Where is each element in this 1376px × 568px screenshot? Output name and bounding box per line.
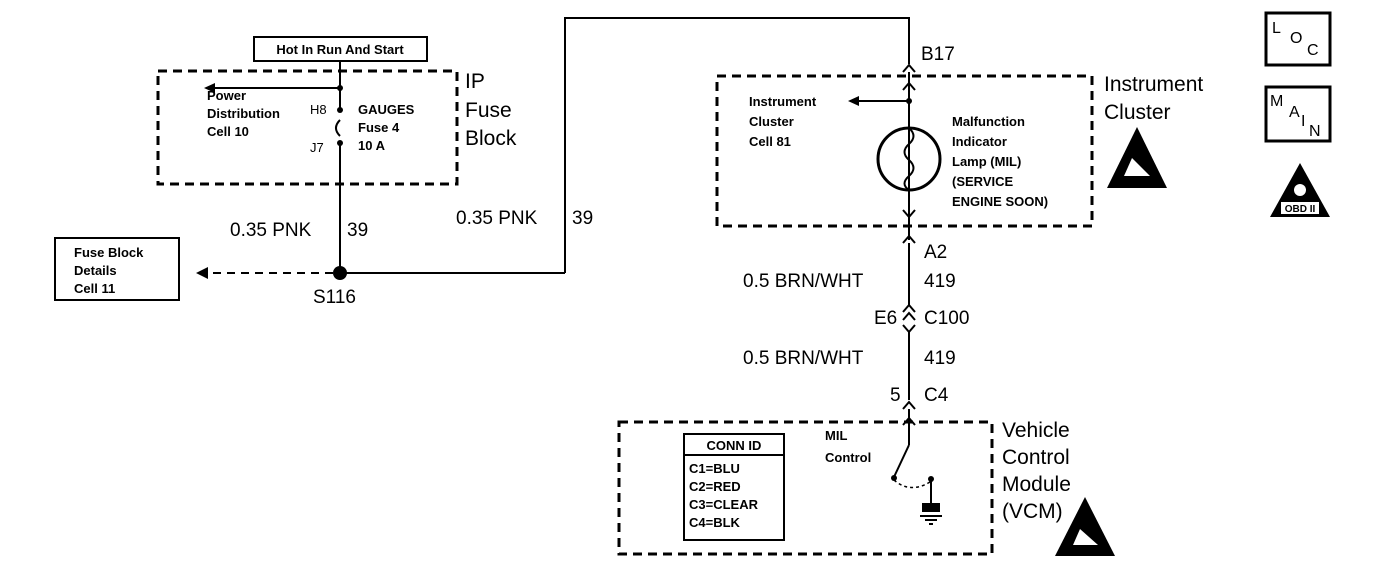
svg-text:L: L [1272,20,1281,37]
svg-text:Control: Control [1002,446,1070,469]
ip-fuse-block-title: IP Fuse Block [465,70,517,150]
svg-text:Hot In Run And Start: Hot In Run And Start [276,42,404,57]
svg-text:Cell 81: Cell 81 [749,134,791,149]
mil-lamp-label: Malfunction Indicator Lamp (MIL) (SERVIC… [952,114,1048,209]
svg-text:O: O [1290,30,1302,47]
pin-j7-label: J7 [310,140,324,155]
mil-wire-circuit-2: 419 [924,348,956,369]
right-wire-circuit: 39 [572,208,593,229]
connector-c100-label: C100 [924,308,969,329]
svg-text:Power: Power [207,88,246,103]
svg-text:Distribution: Distribution [207,106,280,121]
svg-text:C3=CLEAR: C3=CLEAR [689,497,759,512]
splice-s116-label: S116 [313,287,356,308]
svg-text:Fuse Block: Fuse Block [74,245,144,260]
pdc-reference: Power Distribution Cell 10 [207,88,280,139]
svg-text:MIL: MIL [825,428,847,443]
vcm-outline [617,420,994,556]
hot-in-run-label: Hot In Run And Start [253,36,428,62]
svg-text:Fuse: Fuse [465,99,512,122]
connector-b17-label: B17 [921,44,955,65]
instrument-cluster-reference: Instrument Cluster Cell 81 [749,94,817,149]
left-wire-color: 0.35 PNK [230,220,312,241]
circuit-39-right-wire [564,17,910,273]
svg-text:Instrument: Instrument [1104,73,1203,96]
instrument-cluster-title: Instrument Cluster [1104,73,1203,124]
svg-text:IP: IP [465,70,485,93]
svg-text:GAUGES: GAUGES [358,102,415,117]
esd-warning-icon [1107,127,1167,188]
svg-text:C1=BLU: C1=BLU [689,461,740,476]
fuse-block-details-box: Fuse Block Details Cell 11 [54,237,180,301]
svg-text:I: I [1301,113,1305,130]
conn-id-table: CONN ID C1=BLU C2=RED C3=CLEAR C4=BLK [683,433,785,541]
ip-fuse-block-outline [156,69,459,186]
loc-icon[interactable]: L O C [1264,11,1332,67]
svg-text:Cell 11: Cell 11 [74,281,115,296]
connector-c4-label: C4 [924,385,949,406]
obd-ii-icon[interactable]: OBD II [1270,163,1330,217]
svg-text:C2=RED: C2=RED [689,479,741,494]
connector-a2-icon [902,234,916,244]
svg-text:Details: Details [74,263,117,278]
mil-control-switch-icon [893,444,910,478]
main-icon[interactable]: M A I N [1264,85,1332,143]
connector-pin5-label: 5 [890,385,901,406]
svg-text:Cell 10: Cell 10 [207,124,249,139]
svg-text:Module: Module [1002,473,1071,496]
svg-text:(VCM): (VCM) [1002,500,1063,523]
svg-text:C: C [1307,42,1319,59]
pdc-ref-arrow-icon [204,83,215,93]
vcm-esd-warning-icon [1055,497,1115,556]
fuse-label: GAUGES Fuse 4 10 A [358,102,415,153]
svg-text:ENGINE SOON): ENGINE SOON) [952,194,1048,209]
connector-b17-icon [902,63,916,73]
svg-text:Indicator: Indicator [952,134,1007,149]
svg-text:Cluster: Cluster [749,114,794,129]
svg-text:Lamp (MIL): Lamp (MIL) [952,154,1021,169]
mil-control-label: MIL Control [825,428,871,465]
svg-text:Fuse 4: Fuse 4 [358,120,400,135]
svg-text:N: N [1309,123,1321,140]
svg-text:M: M [1270,93,1283,110]
connector-c100-icon [902,303,916,334]
connector-a2-label: A2 [924,242,947,263]
svg-text:OBD II: OBD II [1285,204,1316,215]
ic-ref-arrow-icon [848,96,859,106]
svg-text:Malfunction: Malfunction [952,114,1025,129]
svg-text:Instrument: Instrument [749,94,817,109]
mil-wire-color-2: 0.5 BRN/WHT [743,348,864,369]
svg-text:Control: Control [825,450,871,465]
svg-text:CONN ID: CONN ID [707,438,762,453]
left-wire-circuit: 39 [347,220,368,241]
fuse-icon [335,119,341,137]
mil-wire-color-1: 0.5 BRN/WHT [743,271,864,292]
svg-text:C4=BLK: C4=BLK [689,515,741,530]
fuse-detail-arrow-icon [196,267,208,279]
svg-text:10 A: 10 A [358,138,386,153]
svg-text:Cluster: Cluster [1104,101,1171,124]
ground-icon [920,503,942,525]
pin-h8-label: H8 [310,102,327,117]
mil-lamp-icon [876,126,942,192]
svg-text:Vehicle: Vehicle [1002,419,1070,442]
svg-text:(SERVICE: (SERVICE [952,174,1013,189]
instrument-cluster-outline [715,74,1094,228]
connector-e6-label: E6 [874,308,897,329]
mil-wire-circuit-1: 419 [924,271,956,292]
svg-text:Block: Block [465,127,517,150]
pin-h8-dot [337,107,343,113]
vcm-title: Vehicle Control Module (VCM) [1002,419,1071,523]
svg-text:A: A [1289,104,1300,121]
connector-c4-icon [902,400,916,410]
right-wire-color: 0.35 PNK [456,208,538,229]
